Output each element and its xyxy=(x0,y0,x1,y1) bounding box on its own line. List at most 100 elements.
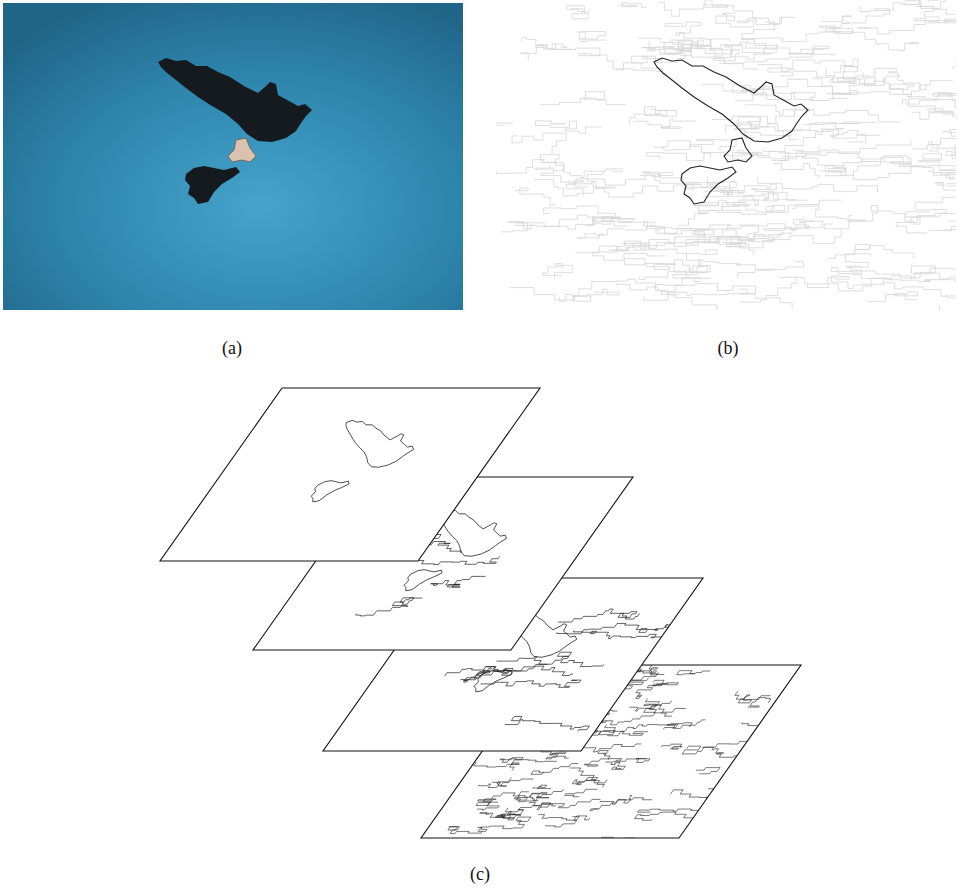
region-boundary xyxy=(564,789,598,796)
weak-contour xyxy=(942,128,956,137)
weak-contour xyxy=(646,153,710,161)
panel-label: (b) xyxy=(718,338,739,359)
weak-contour xyxy=(687,184,808,200)
weak-contour xyxy=(929,142,956,159)
region-boundary xyxy=(474,817,530,831)
weak-contour xyxy=(501,215,619,232)
weak-contour xyxy=(656,277,712,288)
weak-contour xyxy=(512,133,566,154)
weak-contour xyxy=(831,28,919,51)
weak-contour xyxy=(720,54,835,63)
weak-contour xyxy=(616,56,667,74)
weak-contour xyxy=(857,16,956,34)
weak-contour xyxy=(853,154,954,180)
region-boundary xyxy=(633,812,712,820)
region-boundary xyxy=(602,723,692,732)
region-boundary xyxy=(700,789,740,801)
region-boundary xyxy=(693,767,720,773)
region-boundary xyxy=(583,758,609,767)
region-boundary xyxy=(659,744,683,749)
region-boundary xyxy=(631,809,711,821)
weak-contour xyxy=(904,1,956,23)
weak-contour xyxy=(764,132,866,152)
weak-contour xyxy=(933,93,956,111)
weak-contour xyxy=(508,218,635,229)
region-boundary xyxy=(634,704,680,719)
region-boundary xyxy=(695,747,756,758)
region-boundary xyxy=(652,680,681,684)
weak-contour xyxy=(896,197,956,233)
weak-contour xyxy=(717,229,841,244)
region-boundary xyxy=(505,799,600,811)
weak-contour xyxy=(882,283,956,301)
weak-contour xyxy=(900,0,956,8)
region-boundary xyxy=(572,780,607,785)
weak-contour xyxy=(940,305,957,310)
contour-panel xyxy=(459,0,959,323)
region-boundary xyxy=(489,779,533,786)
weak-contour xyxy=(860,0,956,12)
weak-contour xyxy=(633,120,696,129)
weak-contour xyxy=(928,165,956,179)
weak-contour xyxy=(577,229,623,238)
object-contour xyxy=(315,420,434,467)
prey-bird xyxy=(185,166,240,204)
weak-contour xyxy=(722,203,785,213)
region-boundary xyxy=(663,719,705,729)
weak-contour xyxy=(902,92,956,121)
region-boundary xyxy=(740,721,788,726)
region-boundary xyxy=(428,576,485,587)
region-boundary xyxy=(600,762,628,769)
weak-contour xyxy=(883,77,953,95)
weak-contour xyxy=(540,92,626,105)
weak-contour xyxy=(707,177,736,194)
region-boundary xyxy=(355,598,423,616)
weak-contour xyxy=(773,164,819,178)
weak-contour xyxy=(716,13,782,27)
weak-contour xyxy=(916,7,956,22)
region-boundary xyxy=(494,815,521,820)
weak-contour xyxy=(625,225,733,234)
weak-contour xyxy=(768,60,863,79)
weak-contour xyxy=(656,224,785,235)
weak-contour xyxy=(867,292,917,301)
region-boundary xyxy=(556,768,616,787)
region-boundary xyxy=(598,798,654,804)
object-contour xyxy=(654,58,808,142)
talons xyxy=(228,138,256,162)
weak-contour xyxy=(758,176,878,192)
object-contour xyxy=(724,138,752,162)
region-boundary xyxy=(556,623,680,633)
region-boundary xyxy=(590,795,633,810)
weak-contour xyxy=(509,282,679,300)
weak-contour xyxy=(614,236,773,249)
weak-contour xyxy=(780,276,911,291)
region-boundary xyxy=(544,816,591,827)
region-boundary xyxy=(558,609,643,622)
weak-contour xyxy=(624,252,701,272)
weak-contour xyxy=(496,116,513,125)
panel-label: (a) xyxy=(222,338,242,359)
weak-contour xyxy=(948,220,956,235)
region-boundary xyxy=(500,717,596,732)
weak-contour xyxy=(794,217,823,228)
region-boundary xyxy=(497,758,560,765)
weak-contour xyxy=(911,138,956,149)
weak-contour xyxy=(909,95,956,116)
weak-contour xyxy=(912,109,956,128)
weak-contour xyxy=(522,37,555,48)
weak-contour xyxy=(567,6,589,19)
region-boundary xyxy=(473,799,504,810)
weak-contour xyxy=(822,9,890,23)
region-boundary xyxy=(627,701,672,711)
region-boundary xyxy=(569,631,666,639)
weak-contour xyxy=(953,66,956,88)
region-boundary xyxy=(515,792,548,801)
weak-contour xyxy=(944,212,956,231)
hierarchy-layer xyxy=(160,388,540,561)
weak-contour xyxy=(566,168,622,196)
sky xyxy=(3,3,463,310)
weak-contour xyxy=(783,139,911,156)
